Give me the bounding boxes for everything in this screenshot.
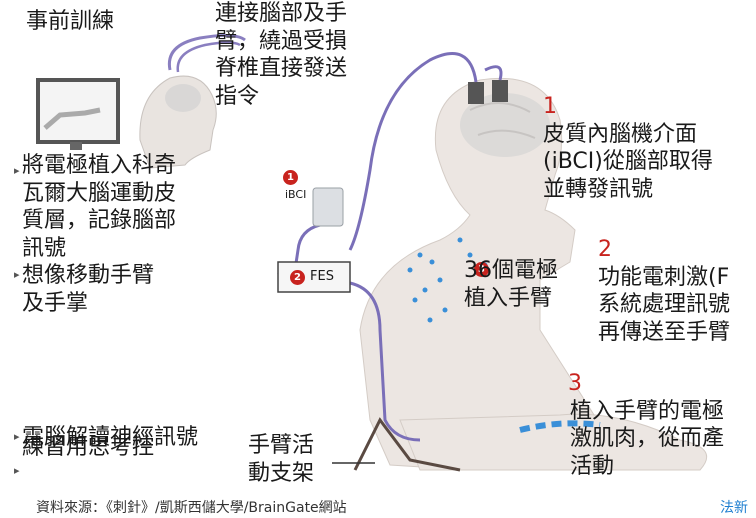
- pretraining-head-icon: [139, 33, 246, 169]
- connect-line: 連接腦部及手: [215, 1, 348, 26]
- electrodes-caption: 36個電極 植入手臂: [464, 257, 558, 312]
- right-step-line: 功能電刺激(F: [598, 264, 730, 290]
- right-step-number: 2: [598, 237, 612, 262]
- connect-line: 臂，繞過受損: [215, 28, 348, 54]
- right-step-line: 再傳送至手臂: [598, 319, 731, 345]
- right-step-line: (iBCI)從腦部取得: [543, 149, 713, 174]
- right-step-line: 激肌肉，從而產: [570, 426, 725, 451]
- arm-support: [353, 417, 461, 472]
- ibci-label: iBCI: [285, 188, 307, 201]
- ibci-number-badge: 1: [283, 170, 298, 185]
- agency-credit: 法新: [720, 500, 748, 516]
- left-step-2: ▸ 想像移動手臂 及手掌: [14, 263, 155, 316]
- right-step-number: 1: [543, 94, 557, 119]
- right-step-line: 活動: [570, 453, 615, 479]
- fes-number-badge: 2: [290, 270, 305, 285]
- cable-brain-ibci: [348, 52, 478, 251]
- right-step-line: 系統處理訊號: [598, 292, 731, 317]
- electrodes-icon: [407, 237, 488, 323]
- left-step-line: 質層，記錄腦部: [22, 208, 177, 233]
- support-line: 手臂活: [248, 433, 315, 458]
- left-step-line: 及手掌: [22, 290, 89, 316]
- left-step-3: ▸ 電腦解讀神經訊號: [14, 425, 199, 450]
- connect-line: 脊椎直接發送: [215, 56, 348, 81]
- pretraining-title: 事前訓練: [26, 9, 115, 34]
- connect-caption: 連接腦部及手 臂，繞過受損 脊椎直接發送 指令: [215, 0, 347, 110]
- left-step-line: 電腦解讀神經訊號: [22, 425, 199, 450]
- connect-line: 指令: [215, 83, 260, 109]
- right-step-1: 1 皮質內腦機介面 (iBCI)從腦部取得 並轉發訊號: [543, 93, 713, 203]
- right-step-line: 植入手臂的電極: [570, 398, 725, 424]
- left-step-1: ▸ 將電極植入科奇 瓦爾大腦運動皮 質層，記錄腦部 訊號: [14, 153, 177, 261]
- support-line: 動支架: [248, 460, 315, 486]
- source-credit: 資料來源：《刺針》/凱斯西儲大學/BrainGate網站: [36, 500, 347, 516]
- electrodes-number-badge: 3: [474, 262, 489, 277]
- right-step-3: 3 植入手臂的電極 激肌肉，從而產 活動: [568, 370, 725, 480]
- left-step-4: ▸ 練習用思考控: [14, 435, 155, 477]
- electrodes-line: 36個電極: [464, 258, 558, 283]
- right-step-2: 2 功能電刺激(F 系統處理訊號 再傳送至手臂: [598, 236, 730, 346]
- right-step-line: 皮質內腦機介面: [543, 121, 698, 147]
- left-step-line: 瓦爾大腦運動皮: [22, 180, 177, 206]
- monitor-icon: [36, 78, 120, 150]
- electrodes-line: 植入手臂: [464, 285, 553, 311]
- right-step-line: 並轉發訊號: [543, 176, 654, 202]
- cable-fes-arm: [349, 281, 421, 442]
- support-caption: 手臂活 動支架: [248, 432, 314, 487]
- ibci-device: [312, 187, 344, 227]
- fes-label: FES: [310, 269, 334, 284]
- left-step-line: 練習用思考控: [22, 435, 155, 460]
- left-step-line: 想像移動手臂: [22, 263, 155, 288]
- left-step-line: 將電極植入科奇: [22, 153, 177, 178]
- left-step-line: 訊號: [22, 235, 67, 261]
- right-step-number: 3: [568, 371, 582, 396]
